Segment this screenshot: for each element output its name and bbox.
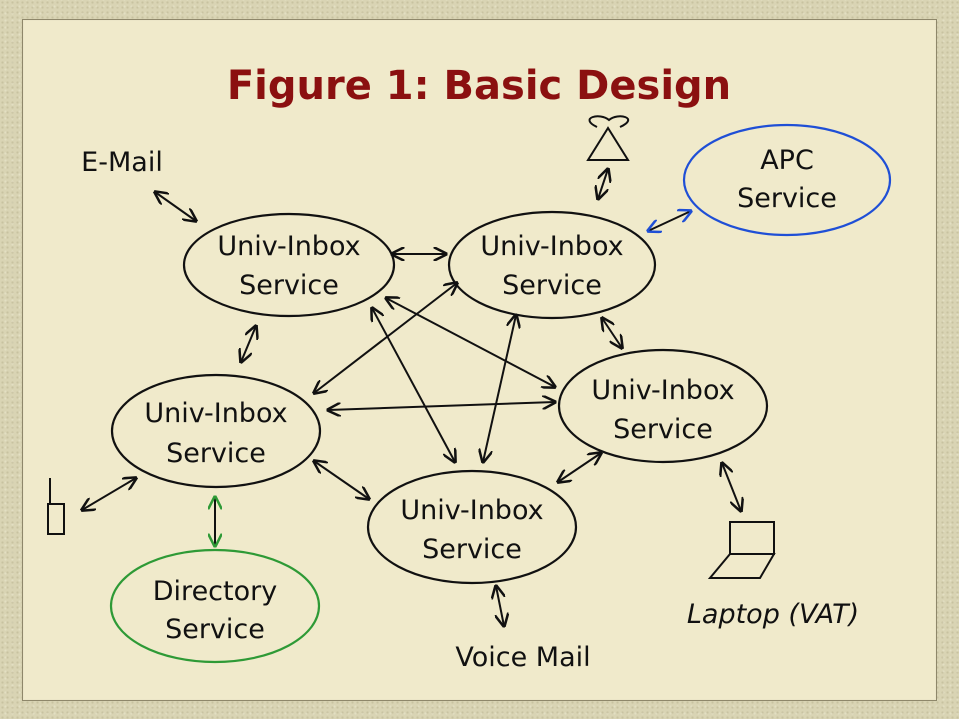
voice-mail-label: Voice Mail (455, 642, 590, 673)
link-inbox-tr-bottom (483, 315, 516, 462)
node-label-line2: Service (165, 614, 265, 645)
inbox-node-bottom: Univ-Inbox Service (366, 469, 578, 585)
link-inbox-tl-bottom (372, 308, 455, 462)
cell-phone-icon (47, 478, 65, 535)
node-ellipse (557, 348, 769, 464)
inbox-node-top-left: Univ-Inbox Service (182, 212, 396, 318)
node-label-line2: Service (166, 438, 266, 469)
connection-links (82, 169, 741, 626)
node-ellipse (682, 123, 892, 237)
inbox-node-top-right: Univ-Inbox Service (447, 210, 657, 320)
email-label: E-Mail (81, 147, 163, 178)
link-inbox-tl-mr (386, 298, 555, 387)
laptop-label: Laptop (VAT) (687, 599, 859, 630)
link-antenna-inbox (598, 169, 608, 199)
link-phone-inbox (82, 478, 136, 510)
node-ellipse (110, 373, 322, 489)
link-inbox-ml-mr (328, 402, 555, 410)
node-label-line2: Service (737, 183, 837, 214)
link-voicemail-inbox (496, 586, 504, 626)
link-email-inbox (155, 192, 196, 221)
node-label-line2: Service (613, 414, 713, 445)
node-label-line1: Directory (153, 576, 277, 607)
node-label-line1: APC (760, 145, 814, 176)
node-label-line1: Univ-Inbox (217, 231, 360, 262)
inbox-node-mid-right: Univ-Inbox Service (557, 348, 769, 464)
node-label-line2: Service (422, 534, 522, 565)
antenna-icon (586, 115, 630, 161)
node-label-line1: Univ-Inbox (591, 375, 734, 406)
node-label-line1: Univ-Inbox (480, 231, 623, 262)
node-ellipse (447, 210, 657, 320)
node-label-line1: Univ-Inbox (144, 398, 287, 429)
link-laptop-inbox (722, 463, 741, 511)
directory-service-node: Directory Service (109, 548, 321, 664)
node-ellipse (109, 548, 321, 664)
page-title: Figure 1: Basic Design (227, 63, 731, 109)
inbox-node-mid-left: Univ-Inbox Service (110, 373, 322, 489)
link-inbox-mr-bottom (558, 453, 601, 482)
link-apc-inbox (648, 211, 691, 231)
node-label-line1: Univ-Inbox (400, 495, 543, 526)
apc-service-node: APC Service (682, 123, 892, 237)
link-inbox-ml-bottom (314, 461, 369, 499)
node-ellipse (182, 212, 396, 318)
node-label-line2: Service (239, 270, 339, 301)
node-label-line2: Service (502, 270, 602, 301)
node-ellipse (366, 469, 578, 585)
link-inbox-tr-mr (602, 318, 622, 348)
laptop-icon (707, 521, 776, 579)
link-inbox-tl-ml (241, 326, 256, 362)
